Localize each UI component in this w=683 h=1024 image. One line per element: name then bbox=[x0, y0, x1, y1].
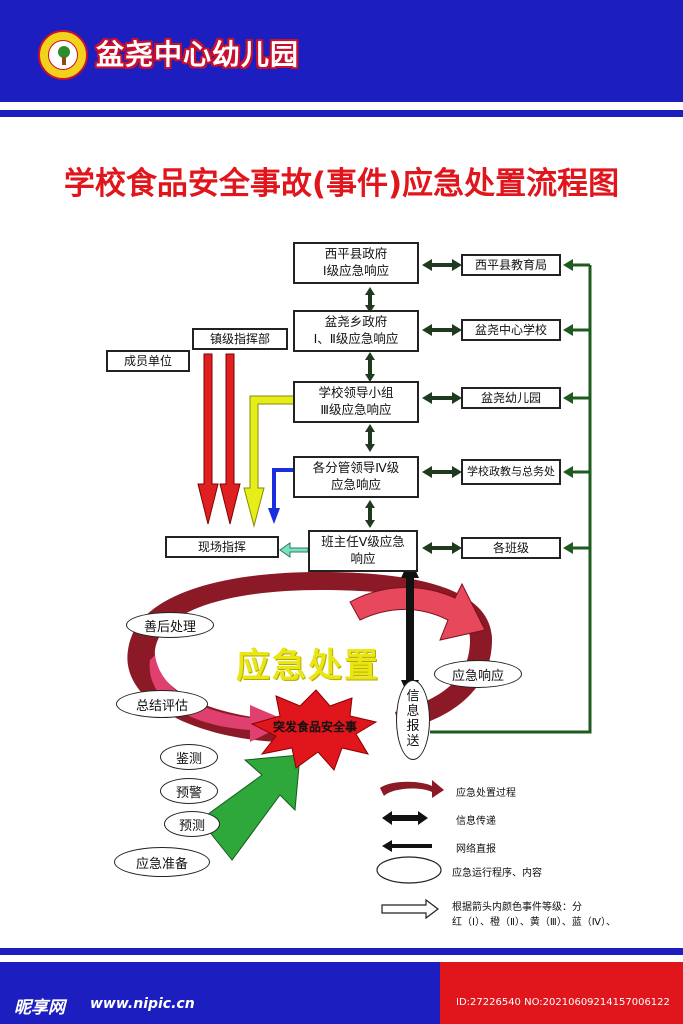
level-1-box: 西平县政府 Ⅰ级应急响应 bbox=[293, 242, 419, 284]
emergency-center-label: 应急处置 bbox=[236, 646, 380, 686]
level-4-box: 各分管领导Ⅳ级 应急响应 bbox=[293, 456, 419, 498]
level-3-box: 学校领导小组 Ⅲ级应急响应 bbox=[293, 381, 419, 423]
info-report-char-1: 信 bbox=[406, 689, 420, 705]
watermark-brand: 昵享网 bbox=[14, 998, 65, 1018]
evaluation-oval: 总结评估 bbox=[116, 690, 208, 718]
watermark-id: ID:27226540 NO:20210609214157006122 bbox=[456, 997, 670, 1008]
footer-accent bbox=[440, 962, 683, 1024]
blue-level-arrow bbox=[268, 468, 294, 524]
legend-process-label: 应急处置过程 bbox=[456, 788, 516, 799]
forecast-oval: 预测 bbox=[164, 811, 220, 837]
page-title: 学校食品安全事故(事件)应急处置流程图 bbox=[63, 166, 620, 202]
warning-oval: 预警 bbox=[160, 778, 218, 804]
level-4-line1: 各分管领导Ⅳ级 bbox=[312, 460, 400, 476]
incident-label: 突发食品安全事 bbox=[272, 720, 357, 734]
legend-color-note-2: 红（Ⅰ）、橙（Ⅱ）、黄（Ⅲ）、蓝（Ⅳ）、 bbox=[452, 917, 616, 928]
level-3-line1: 学校领导小组 bbox=[318, 385, 394, 401]
incident-burst bbox=[250, 689, 378, 771]
horizontal-link-arrows bbox=[422, 259, 462, 554]
info-report-char-2: 息 bbox=[406, 704, 420, 720]
right-unit-affairs-office: 学校政教与总务处 bbox=[461, 459, 561, 485]
school-name: 盆尧中心幼儿园 bbox=[96, 38, 300, 71]
aftermath-oval: 善后处理 bbox=[126, 612, 214, 638]
header-divider bbox=[0, 102, 683, 110]
member-units-box: 成员单位 bbox=[106, 350, 190, 372]
right-unit-classes: 各班级 bbox=[461, 537, 561, 559]
right-unit-central-school: 盆尧中心学校 bbox=[461, 319, 561, 341]
legend-program-label: 应急运行程序、内容 bbox=[452, 868, 542, 879]
level-4-line2: 应急响应 bbox=[330, 477, 381, 492]
header-bar bbox=[0, 0, 683, 102]
level-5-line1: 班主任Ⅴ级应急 bbox=[321, 534, 405, 550]
town-command-box: 镇级指挥部 bbox=[192, 328, 288, 350]
level-2-line1: 盆尧乡政府 bbox=[324, 314, 388, 330]
info-report-arrow bbox=[401, 558, 419, 700]
level-1-line2: Ⅰ级应急响应 bbox=[322, 263, 390, 278]
kindergarten-logo-icon bbox=[38, 30, 88, 80]
level-2-box: 盆尧乡政府 Ⅰ、Ⅱ级应急响应 bbox=[293, 310, 419, 352]
prepare-oval: 应急准备 bbox=[114, 847, 210, 877]
info-report-oval: 信 息 报 送 bbox=[396, 680, 430, 760]
right-unit-kindergarten: 盆尧幼儿园 bbox=[461, 387, 561, 409]
level-5-line2: 响应 bbox=[350, 551, 376, 566]
legend-icons bbox=[376, 780, 444, 920]
level-2-line2: Ⅰ、Ⅱ级应急响应 bbox=[313, 331, 399, 346]
legend-direct-label: 网络直报 bbox=[456, 844, 496, 855]
right-unit-education-bureau: 西平县教育局 bbox=[461, 254, 561, 276]
emergency-cycle-ring bbox=[127, 572, 492, 742]
legend-transfer-label: 信息传递 bbox=[456, 816, 496, 827]
yellow-level-arrow bbox=[243, 395, 295, 528]
red-level-arrows bbox=[197, 353, 241, 525]
site-command-box: 现场指挥 bbox=[165, 536, 279, 558]
response-oval: 应急响应 bbox=[434, 660, 522, 688]
level-1-line1: 西平县政府 bbox=[324, 246, 388, 262]
site-command-arrow bbox=[279, 542, 309, 558]
legend-color-note-1: 根据箭头内颜色事件等级：分 bbox=[452, 902, 582, 913]
level-3-line2: Ⅲ级应急响应 bbox=[320, 402, 392, 417]
info-report-char-4: 送 bbox=[406, 733, 420, 749]
vertical-link-arrows bbox=[365, 287, 375, 528]
level-5-box: 班主任Ⅴ级应急 响应 bbox=[308, 530, 418, 572]
info-report-char-3: 报 bbox=[406, 719, 420, 734]
monitor-oval: 鉴测 bbox=[160, 744, 218, 770]
footer-stripe bbox=[0, 948, 683, 955]
watermark-site[interactable]: www.nipic.cn bbox=[90, 996, 195, 1012]
preparation-arrow bbox=[199, 754, 301, 861]
header-stripe bbox=[0, 110, 683, 117]
